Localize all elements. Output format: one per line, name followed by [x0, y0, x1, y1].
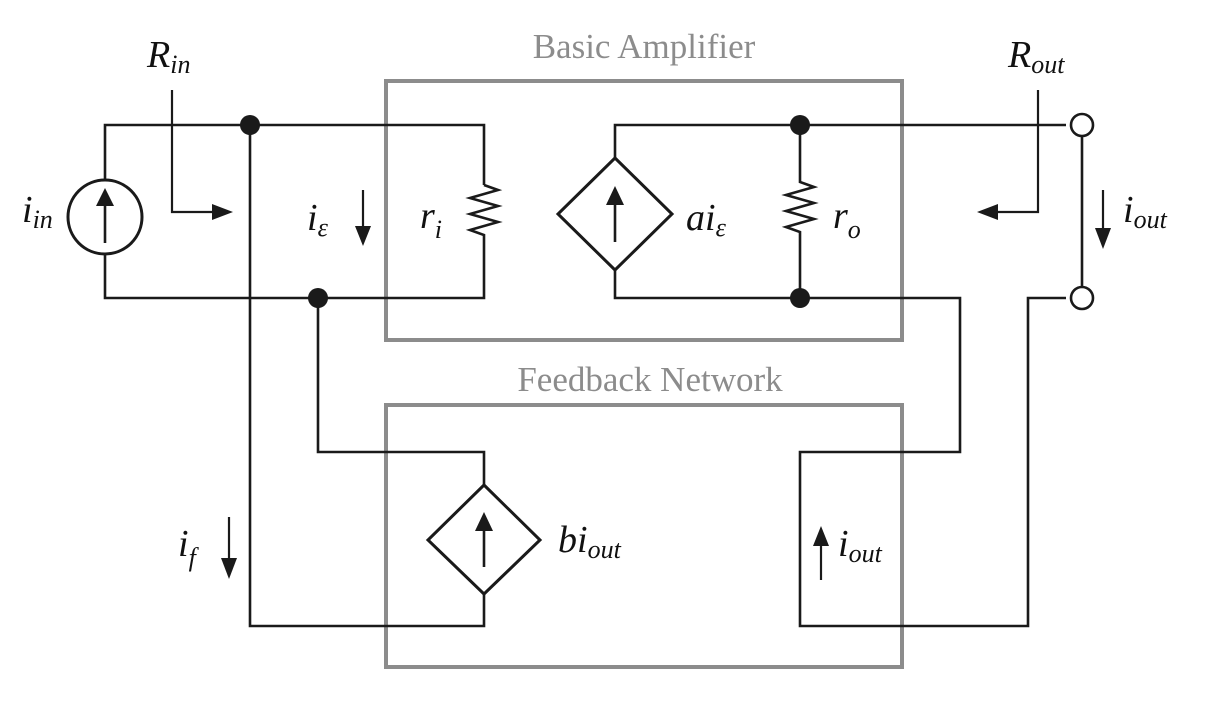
junction-dot: [790, 115, 810, 135]
dependent-source-b-arrow-head: [475, 512, 493, 531]
amp-source-wire-bottom: [613, 270, 1066, 628]
label-i-out-right: iout: [1123, 189, 1168, 234]
label-i-f: if: [178, 523, 200, 572]
basic-amplifier-box: [384, 79, 904, 342]
i-out-feedback-arrow-head: [813, 526, 829, 546]
label-i-eps: iε: [307, 197, 329, 242]
dependent-source-a-arrow-head: [606, 186, 624, 205]
output-terminal-top: [1069, 112, 1095, 138]
basic-amplifier-title: Basic Amplifier: [533, 27, 756, 66]
input-source-wire-top: [103, 123, 486, 185]
feedback-network-box: [384, 403, 904, 669]
label-i-out-feedback: iout: [838, 523, 883, 568]
r-in-arrow-head: [212, 204, 233, 220]
resistor-ro: [781, 125, 819, 298]
label-i-in: iin: [22, 189, 53, 234]
junction-dot: [308, 288, 328, 308]
label-r-in: Rin: [146, 34, 190, 79]
amp-source-wire-top: [613, 123, 1066, 158]
junction-dot: [240, 115, 260, 135]
label-r-i: ri: [420, 195, 442, 244]
i-out-right-arrow-head: [1095, 228, 1111, 249]
i-f-arrow-head: [221, 558, 237, 579]
r-out-arrow-head: [977, 204, 998, 220]
resistor-ri: [465, 183, 503, 240]
r-in-arrow-line: [170, 90, 212, 214]
feedback-wire-top: [316, 298, 486, 485]
r-out-arrow-line: [998, 90, 1040, 214]
feedback-network-title: Feedback Network: [517, 360, 783, 399]
label-a-i-eps: aiε: [686, 197, 727, 242]
junction-dot: [790, 288, 810, 308]
feedback-wire-if: [248, 125, 486, 628]
i-eps-arrow-head: [355, 226, 371, 246]
output-terminal-bottom: [1069, 285, 1095, 311]
input-source-arrow-head: [96, 188, 114, 206]
label-b-i-out: biout: [558, 519, 622, 564]
input-source-wire-bottom: [103, 240, 486, 300]
label-r-out: Rout: [1007, 34, 1065, 79]
label-r-o: ro: [833, 195, 861, 244]
